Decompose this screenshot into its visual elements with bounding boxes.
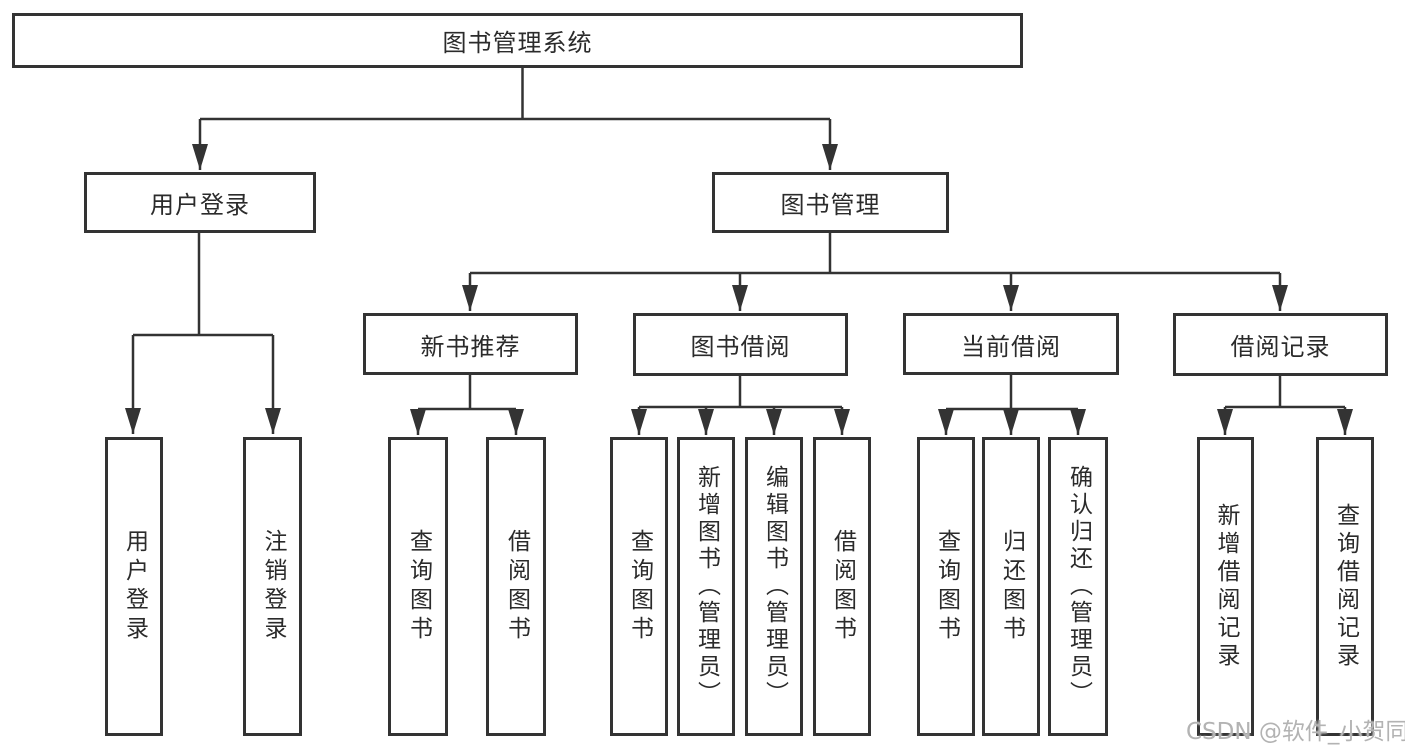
leaf-label: 新增图书（管理员） <box>693 465 720 708</box>
leaf-borrow-edit-book-admin: 编辑图书（管理员） <box>745 437 803 736</box>
connector-book-borrow <box>631 376 850 435</box>
leaf-label: 查询图书 <box>933 528 960 645</box>
leaf-current-query-book: 查询图书 <box>917 437 975 736</box>
node-label: 图书管理系统 <box>442 29 593 57</box>
node-borrow-records: 借阅记录 <box>1173 313 1388 376</box>
leaf-borrow-query-book: 查询图书 <box>610 437 668 736</box>
connector-user-login <box>125 233 281 434</box>
node-library-management-system: 图书管理系统 <box>12 13 1023 68</box>
node-label: 用户登录 <box>150 191 250 219</box>
node-label: 当前借阅 <box>961 332 1061 361</box>
leaf-label: 查询借阅记录 <box>1332 502 1359 671</box>
leaf-borrow-add-book-admin: 新增图书（管理员） <box>677 437 735 736</box>
leaf-recommend-query-book: 查询图书 <box>388 437 448 736</box>
leaf-label: 借阅图书 <box>503 528 530 645</box>
leaf-label: 确认归还（管理员） <box>1065 465 1092 708</box>
node-label: 图书管理 <box>780 191 881 219</box>
connector-current-borrow <box>938 375 1086 435</box>
leaf-label: 新增借阅记录 <box>1213 502 1239 671</box>
leaf-label: 查询图书 <box>405 528 432 645</box>
leaf-user-login: 用户登录 <box>105 437 163 736</box>
node-new-book-recommend: 新书推荐 <box>363 313 578 375</box>
leaf-label: 编辑图书（管理员） <box>761 465 788 708</box>
connector-book-management <box>462 233 1288 311</box>
node-label: 新书推荐 <box>420 332 521 361</box>
leaf-label: 查询图书 <box>626 528 653 645</box>
node-label: 借阅记录 <box>1230 333 1331 361</box>
leaf-logout: 注销登录 <box>243 437 302 736</box>
connector-root <box>192 66 838 170</box>
node-book-borrow: 图书借阅 <box>633 313 848 376</box>
leaf-borrow-borrow-book: 借阅图书 <box>813 437 871 736</box>
node-book-management: 图书管理 <box>712 172 949 233</box>
node-label: 图书借阅 <box>690 333 791 361</box>
leaf-label: 注销登录 <box>260 528 286 645</box>
leaf-records-query-record: 查询借阅记录 <box>1316 437 1374 736</box>
leaf-label: 归还图书 <box>998 528 1025 645</box>
connector-borrow-records <box>1217 376 1353 435</box>
node-user-login: 用户登录 <box>84 172 316 233</box>
csdn-watermark: CSDN @软件_小贺同学 <box>1186 719 1405 745</box>
leaf-current-confirm-return-admin: 确认归还（管理员） <box>1048 437 1108 736</box>
leaf-records-add-record: 新增借阅记录 <box>1197 437 1254 736</box>
node-current-borrow: 当前借阅 <box>903 313 1119 375</box>
leaf-label: 借阅图书 <box>829 528 856 645</box>
connector-new-book <box>410 375 524 435</box>
leaf-recommend-borrow-book: 借阅图书 <box>486 437 546 736</box>
leaf-current-return-book: 归还图书 <box>982 437 1040 736</box>
leaf-label: 用户登录 <box>121 528 148 645</box>
